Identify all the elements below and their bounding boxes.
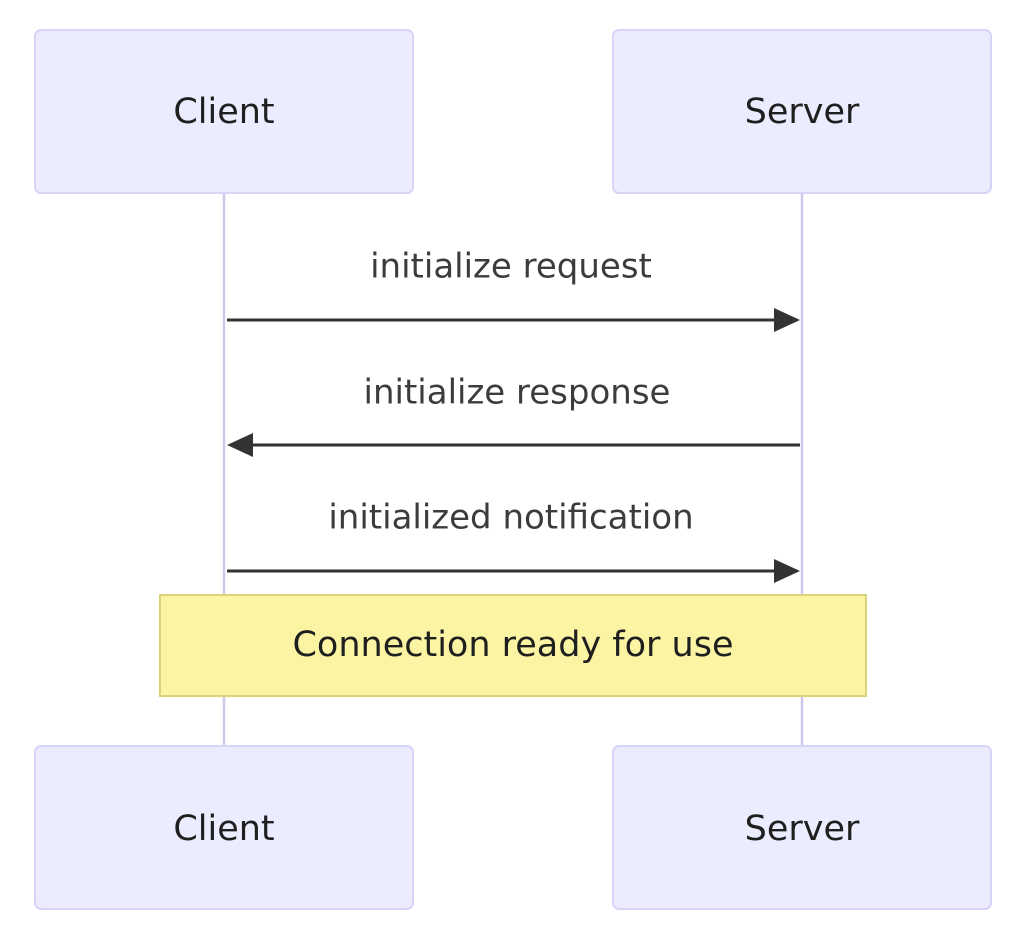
arrowhead-right-icon bbox=[774, 559, 800, 583]
message-initialized-notification: initialized notification bbox=[227, 498, 800, 583]
client-actor-top-label: Client bbox=[173, 92, 274, 132]
note-connection-ready: Connection ready for use bbox=[159, 594, 867, 697]
message-initialize-request: initialize request bbox=[227, 247, 800, 332]
client-actor-top: Client bbox=[34, 29, 414, 194]
arrowhead-left-icon bbox=[227, 433, 253, 457]
message-initialize-response: initialize response bbox=[227, 373, 800, 457]
message-label-initialize-response: initialize response bbox=[364, 373, 671, 413]
note-text: Connection ready for use bbox=[292, 625, 733, 665]
server-actor-top-label: Server bbox=[745, 92, 860, 132]
server-actor-top: Server bbox=[612, 29, 992, 194]
arrowhead-right-icon bbox=[774, 308, 800, 332]
client-actor-bottom-label: Client bbox=[173, 809, 274, 849]
server-actor-bottom: Server bbox=[612, 745, 992, 910]
message-label-initialized-notification: initialized notification bbox=[328, 498, 693, 538]
server-actor-bottom-label: Server bbox=[745, 809, 860, 849]
message-label-initialize-request: initialize request bbox=[370, 247, 652, 287]
client-actor-bottom: Client bbox=[34, 745, 414, 910]
